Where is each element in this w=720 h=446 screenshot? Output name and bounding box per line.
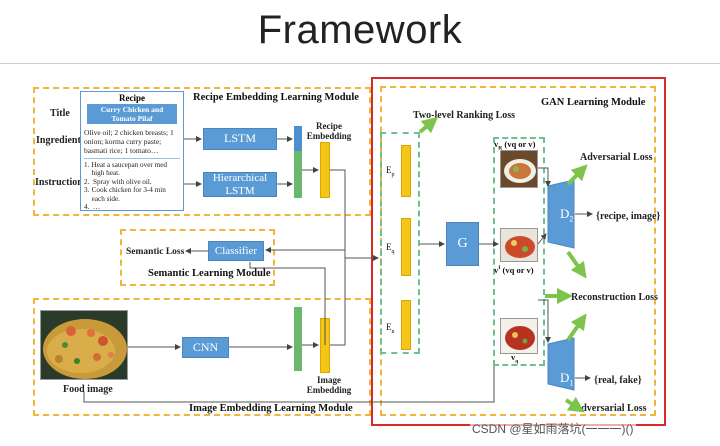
image-embedding-green-bar [294,307,302,371]
encoders-box [380,132,420,354]
food-photo-vq [500,318,538,354]
recipe-module-box [33,87,371,216]
recipe-embedding-green-bar [294,151,302,198]
cnn-box: CNN [182,337,229,358]
food-photo-illustration [41,311,127,379]
recipe-card-title: Curry Chicken and Tomato Pilaf [87,104,177,124]
d2-label: D2 [560,206,574,224]
instruction-step: 2.Spray with olive oil. [84,177,152,186]
two-level-ranking-loss-label: Two-level Ranking Loss [413,110,516,121]
classifier-box: Classifier [208,241,264,261]
food-photo-vr [500,150,538,188]
vr-label: vR (vq or v) [494,139,536,152]
hierarchical-lstm-box: Hierarchical LSTM [203,172,277,197]
row-label-instructions: Instructions [35,177,87,188]
encoder-ep-bar [401,145,411,197]
recipe-card-header: Recipe [119,93,145,103]
reconstruction-loss-label: Reconstruction Loss [571,292,658,303]
d1-output-label: {real, fake} [594,375,642,386]
d2-output-label: {recipe, image} [596,211,661,222]
vq-label: vq [511,352,519,365]
d1-trapezoid [547,337,575,391]
instruction-step: 1.Heat a saucepan over med high heat. [84,161,167,178]
gan-module-title: GAN Learning Module [541,97,646,108]
recipe-module-title: Recipe Embedding Learning Module [193,92,359,103]
row-label-ingredients: Ingredients [36,135,85,146]
title-divider [0,63,720,64]
recipe-embedding-blue-bar [294,126,302,151]
semantic-module-box [120,229,275,286]
adversarial-loss-top-label: Adversarial Loss [580,152,653,163]
semantic-module-title: Semantic Learning Module [148,268,271,279]
food-image [40,310,128,380]
recipe-card-ingredients: Olive oil; 2 chicken breasts; 1 onion; k… [84,128,174,155]
encoder-eq-bar [401,218,411,276]
lstm-box: LSTM [203,128,277,150]
image-module-title: Image Embedding Learning Module [189,403,353,414]
instruction-step: 3.Cook chicken for 3-4 min each side. [84,186,166,203]
instruction-step: 4.… [84,203,101,212]
d1-label: D1 [560,370,574,388]
vectors-box [493,137,545,366]
image-embedding-label: Image Embedding [306,375,352,395]
adversarial-loss-bottom-label: Adversarial Loss [574,403,647,414]
encoder-en-label: En [386,322,395,335]
discriminator-shapes [547,180,575,391]
watermark-text: CSDN @星如雨落坑(一一一)() [470,420,636,437]
row-label-title: Title [50,108,70,119]
encoder-ep-label: Ep [386,165,395,178]
vi-label: vI (vq or v) [494,265,534,275]
encoder-en-bar [401,300,411,350]
food-image-label: Food image [63,384,113,395]
recipe-embedding-label: Recipe Embedding [306,121,352,141]
encoder-eq-label: Eq [386,242,395,255]
semantic-loss-label: Semantic Loss [126,247,185,257]
recipe-card-instructions: 1.Heat a saucepan over med high heat. 2.… [84,158,180,211]
d2-trapezoid [547,180,575,249]
slide-title: Framework [257,8,463,52]
recipe-card: Recipe Curry Chicken and Tomato Pilaf Ol… [80,91,184,211]
image-module-box [33,298,371,416]
recipe-embedding-yellow-bar [320,142,330,198]
food-photo-vi [500,228,538,262]
generator-g-box: G [446,222,479,266]
